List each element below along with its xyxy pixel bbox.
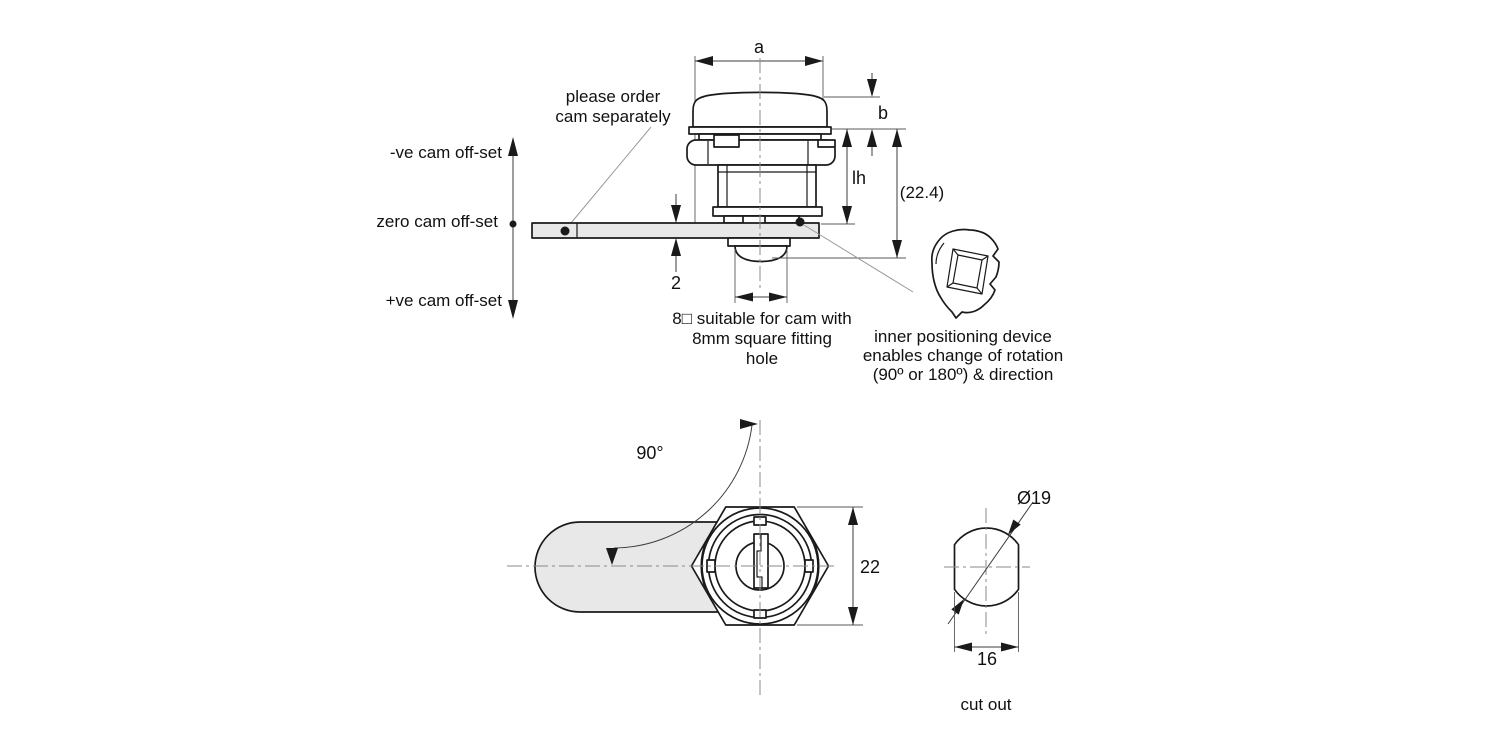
front-view: 90° 22: [507, 419, 880, 696]
spigot-dome: [734, 245, 788, 263]
axis-down-arrow-icon: [508, 300, 518, 319]
dim-2-label: 2: [671, 273, 681, 293]
lock-head: [692, 91, 828, 128]
order-note-line2: cam separately: [555, 107, 671, 126]
cam-plate: [531, 222, 820, 239]
square-note-line1: 8□ suitable for cam with: [672, 309, 851, 328]
dim-90-label: 90°: [636, 443, 663, 463]
pos-offset-label: +ve cam off-set: [386, 291, 503, 310]
device-note-line3: (90º or 180º) & direction: [873, 365, 1054, 384]
square-note: 8□ suitable for cam with 8mm square fitt…: [672, 309, 851, 368]
neg-offset-label: -ve cam off-set: [390, 143, 502, 162]
device-note-line2: enables change of rotation: [863, 346, 1063, 365]
nut-tab: [713, 134, 740, 148]
square-note-line2: 8mm square fitting: [692, 329, 832, 348]
device-outline: [930, 228, 1000, 319]
cutout-label: cut out: [960, 695, 1011, 714]
dim-22-label: 22: [860, 557, 880, 577]
order-note: please order cam separately: [555, 87, 671, 230]
dim-b-label: b: [878, 103, 888, 123]
dim-a-label: a: [754, 37, 765, 57]
square-note-line3: hole: [746, 349, 778, 368]
order-note-leader: [565, 126, 652, 230]
positioning-device: inner positioning device enables change …: [863, 228, 1063, 384]
rotation-arc: [613, 424, 753, 549]
dim-lh-label: lh: [852, 168, 866, 188]
cam-front: [534, 521, 721, 613]
cutout-view: Ø19 16 cut out: [944, 488, 1051, 714]
zero-offset-dot: [509, 220, 517, 228]
device-leader-dot: [795, 217, 805, 227]
dim-dia-label: Ø19: [1017, 488, 1051, 508]
cam-leader-dot: [560, 226, 570, 236]
device-leader: [803, 224, 914, 293]
device-note-line1: inner positioning device: [874, 327, 1052, 346]
axis-up-arrow-icon: [508, 137, 518, 156]
cam-offset-axis: -ve cam off-set zero cam off-set +ve cam…: [376, 137, 518, 319]
order-note-line1: please order: [566, 87, 661, 106]
dim-16-label: 16: [977, 649, 997, 669]
dim-overall-label: (22.4): [900, 183, 944, 202]
lock-body: [717, 164, 817, 208]
hex-nut-side: [686, 139, 836, 166]
side-view: a: [531, 37, 944, 303]
zero-offset-label: zero cam off-set: [376, 212, 498, 231]
